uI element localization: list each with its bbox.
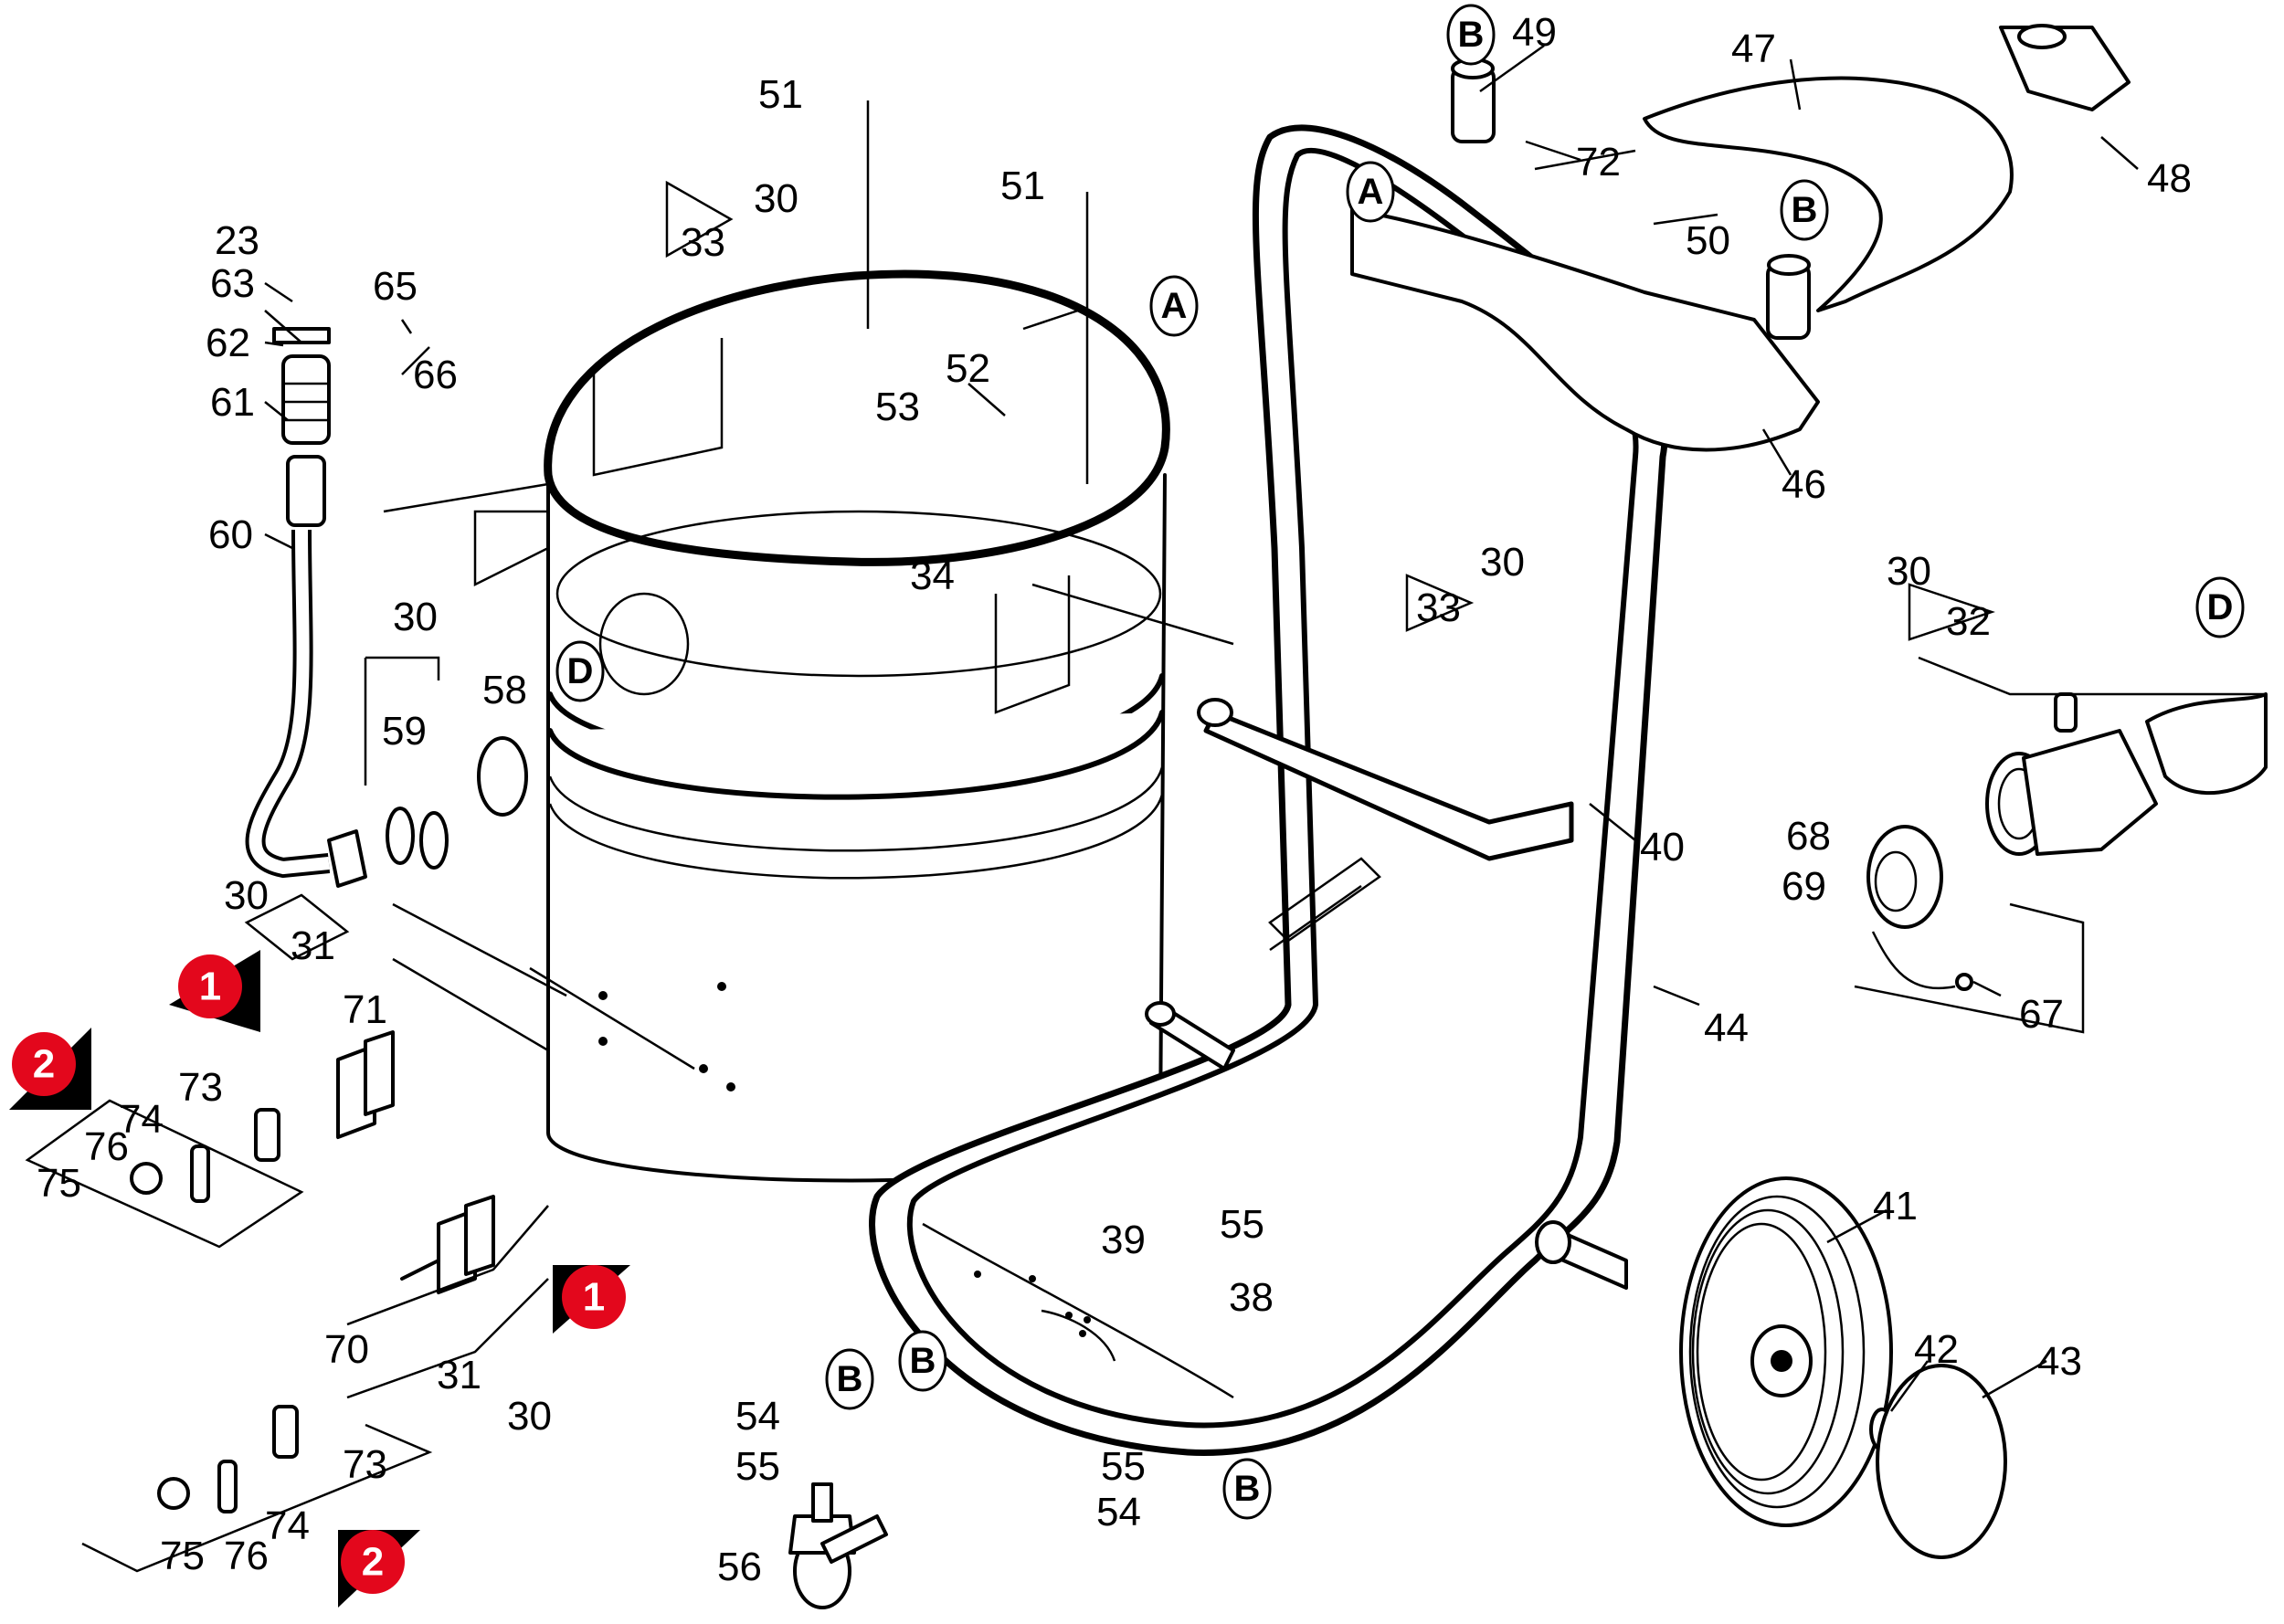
callout-42: 42 [1914,1327,1959,1372]
drum-container [544,269,1170,1183]
callout-76-a: 76 [84,1124,129,1169]
callout-72: 72 [1576,140,1621,185]
callout-58: 58 [482,668,527,712]
callout-66: 66 [413,353,458,397]
callout-numbers: 23 63 62 61 60 65 66 51 51 30 33 52 53 3… [37,10,2192,1589]
callout-65: 65 [373,264,418,309]
callout-39: 39 [1101,1218,1146,1262]
callout-31-b: 31 [437,1353,481,1397]
callout-49: 49 [1512,10,1557,55]
callout-74-a: 74 [119,1097,164,1142]
callout-76-b: 76 [224,1534,269,1578]
callout-32: 32 [1946,599,1991,644]
callout-53: 53 [875,385,920,429]
callout-48: 48 [2147,156,2192,201]
caster [788,1482,888,1609]
callout-73-a: 73 [178,1065,223,1110]
svg-text:B: B [837,1359,863,1399]
badge-1-upper: 1 [169,950,260,1032]
callout-63: 63 [210,261,255,306]
callout-34: 34 [910,554,955,598]
callout-60: 60 [208,512,253,557]
variant-badges: 1 2 1 2 [9,950,630,1608]
callout-30-f: 30 [1887,549,1931,594]
callout-51-b: 51 [1000,163,1045,208]
callout-23: 23 [215,218,259,263]
callout-43: 43 [2037,1339,2082,1384]
handle-bracket [1350,24,2131,452]
svg-text:D: D [567,651,594,691]
callout-67: 67 [2019,992,2064,1037]
reference-markers: B B A A D D B B [555,4,2245,1520]
callout-33-a: 33 [681,220,725,265]
callout-75-b: 75 [160,1534,205,1578]
callout-30-a: 30 [754,176,798,221]
wheel [1679,1176,2007,1559]
svg-text:A: A [1358,172,1384,212]
callout-30-d: 30 [507,1394,552,1439]
callout-55-a: 55 [735,1444,780,1489]
callout-46: 46 [1782,462,1826,507]
callout-30-e: 30 [1480,540,1525,585]
ref-d-motor: D [2195,576,2245,638]
callout-68: 68 [1786,814,1831,859]
ref-b-frame-left: B [898,1330,947,1392]
ref-d-drum: D [555,640,605,702]
svg-text:D: D [2207,587,2234,627]
callout-30-b: 30 [393,595,438,639]
callout-55-b: 55 [1220,1202,1264,1247]
callout-55-c: 55 [1101,1444,1146,1489]
ref-b-caster: B [825,1348,874,1410]
callout-74-b: 74 [265,1503,310,1548]
svg-text:1: 1 [199,965,221,1009]
svg-text:2: 2 [362,1540,384,1585]
callout-73-b: 73 [343,1442,387,1487]
callout-31-a: 31 [291,923,335,968]
ref-a-drum: A [1149,275,1199,337]
badge-1-lower: 1 [553,1265,630,1334]
callout-41: 41 [1873,1184,1918,1229]
callout-38: 38 [1229,1275,1274,1320]
callout-33-b: 33 [1416,585,1461,630]
svg-text:B: B [1234,1469,1261,1509]
callout-47: 47 [1731,26,1776,71]
callout-59: 59 [382,709,427,754]
callout-40: 40 [1640,825,1685,870]
svg-text:B: B [1458,15,1485,55]
svg-text:2: 2 [33,1042,55,1087]
callout-54-b: 54 [1096,1490,1141,1534]
ref-b-frame-bottom: B [1222,1458,1272,1520]
leader-lines [25,44,2266,1573]
mount-brackets [130,1030,495,1513]
svg-text:B: B [910,1341,936,1381]
callout-44: 44 [1704,1006,1749,1050]
motor-assembly [1985,692,2268,856]
badge-2-lower: 2 [338,1530,420,1608]
badge-2-upper: 2 [9,1028,91,1110]
callout-70: 70 [324,1327,369,1372]
ref-a-frame: A [1346,161,1395,223]
callout-51-a: 51 [758,72,803,117]
callout-50: 50 [1686,218,1730,263]
callout-30-c: 30 [224,873,269,918]
cable-socket [1866,825,1973,991]
callout-52: 52 [946,346,990,391]
svg-text:A: A [1161,286,1188,326]
callout-54-a: 54 [735,1394,780,1439]
callout-75-a: 75 [37,1161,81,1206]
callout-62: 62 [206,321,250,365]
svg-text:B: B [1792,190,1818,230]
svg-text:1: 1 [583,1275,605,1320]
callout-71: 71 [343,987,387,1032]
ref-b-top: B [1446,4,1496,66]
callout-69: 69 [1782,864,1826,909]
callout-56: 56 [717,1545,762,1589]
callout-61: 61 [210,380,255,425]
ref-b-bracket: B [1780,179,1829,241]
hose-assembly [245,327,528,888]
